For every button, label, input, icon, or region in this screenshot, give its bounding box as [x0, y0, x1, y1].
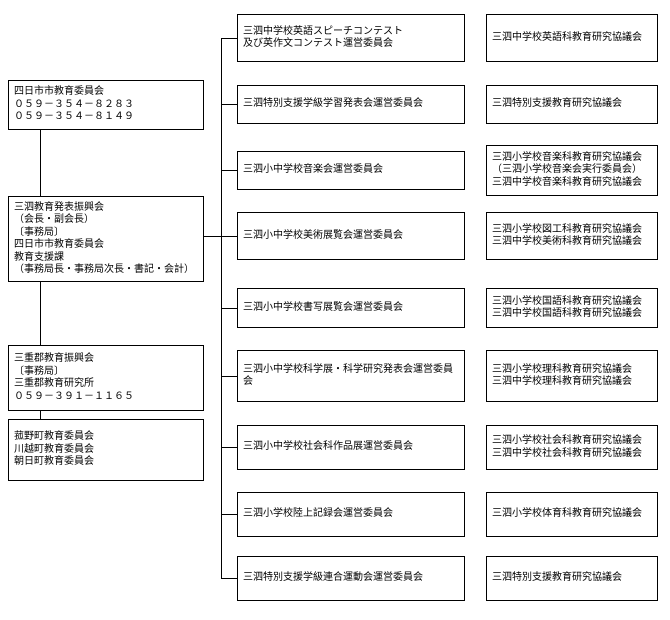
box-committee-special-support-presentation: 三泗特別支援学級学習発表会運営委員会 [237, 85, 465, 124]
text-line: 三泗小学校図工科教育研究協議会 [492, 223, 642, 235]
connector-stub-row-8 [221, 514, 237, 515]
text-line: 四日市市教育委員会 [14, 239, 104, 250]
connector-stub-row-9 [221, 578, 237, 579]
box-committee-art-exhibition: 三泗小中学校美術展覧会運営委員会 [237, 212, 465, 260]
box-committee-music-concert: 三泗小中学校音楽会運営委員会 [237, 151, 465, 190]
text-line: 三泗中学校美術科教育研究協議会 [492, 236, 642, 247]
connector-stub-row-2 [221, 104, 237, 105]
connector-stub-row-1 [221, 38, 237, 39]
text-line: 三泗中学校音楽科教育研究協議会 [492, 176, 642, 188]
text-line: 三重郡教育研究所 [14, 378, 94, 389]
text-line: 三泗中学校理科教育研究協議会 [492, 376, 632, 387]
box-council-special-support-2: 三泗特別支援教育研究協議会 [486, 556, 658, 601]
text-line: 三泗小中学校科学展・科学研究発表会運営委員会 [243, 363, 453, 388]
text-line: 三泗小中学校美術展覧会運営委員会 [243, 229, 403, 241]
connector-left-2-3 [40, 282, 41, 345]
box-committee-english-speech-contest: 三泗中学校英語スピーチコンテスト 及び英作文コンテスト運営委員会 [237, 14, 465, 62]
text-line: 三泗小学校国語科教育研究協議会 [492, 295, 642, 307]
text-line: 〔事務局〕 [14, 226, 64, 238]
box-council-english: 三泗中学校英語科教育研究協議会 [486, 14, 658, 62]
box-council-physical-education: 三泗小学校体育科教育研究協議会 [486, 492, 658, 537]
text-line: （会長・副会長） [14, 214, 94, 225]
text-line: （事務局長・事務局次長・書記・会計） [14, 264, 194, 275]
text-line: 三泗中学校国語科教育研究協議会 [492, 308, 642, 319]
box-committee-social-studies-works: 三泗小中学校社会科作品展運営委員会 [237, 425, 465, 470]
box-council-social-studies: 三泗小学校社会科教育研究協議会 三泗中学校社会科教育研究協議会 [486, 425, 658, 470]
text-line: 及び英作文コンテスト運営委員会 [243, 38, 393, 49]
text-line: 四日市市教育委員会 [14, 86, 104, 98]
text-line: 三泗中学校英語スピーチコンテスト [243, 25, 403, 37]
text-line: 三泗小学校陸上記録会運営委員会 [243, 508, 393, 520]
text-line: 三泗小中学校音楽会運営委員会 [243, 164, 383, 176]
connector-stub-row-7 [221, 447, 237, 448]
text-line: 三泗小中学校書写展覧会運営委員会 [243, 301, 403, 313]
text-line: 三泗小中学校社会科作品展運営委員会 [243, 441, 413, 453]
box-sanshi-education-promotion-association: 三泗教育発表振興会 （会長・副会長） 〔事務局〕 四日市市教育委員会 教育支援課… [8, 196, 204, 282]
text-line: 三重郡教育振興会 [14, 353, 94, 364]
text-line: ０５９－３９１－１１６５ [14, 390, 134, 402]
text-line: 朝日町教育委員会 [14, 456, 94, 468]
text-line: ０５９－３５４－８１４９ [14, 111, 134, 123]
text-line: 川越町教育委員会 [14, 443, 94, 455]
text-line: 教育支援課 [14, 251, 64, 263]
box-committee-track-and-field-meet: 三泗小学校陸上記録会運営委員会 [237, 492, 465, 537]
connector-stub-row-6 [221, 376, 237, 377]
text-line: 〔事務局〕 [14, 365, 64, 377]
box-council-japanese: 三泗小学校国語科教育研究協議会 三泗中学校国語科教育研究協議会 [486, 288, 658, 328]
box-miegun-education-promotion-association: 三重郡教育振興会 〔事務局〕 三重郡教育研究所 ０５９－３９１－１１６５ [8, 345, 204, 411]
text-line: 三泗特別支援教育研究協議会 [492, 98, 622, 110]
text-line: 三泗小学校体育科教育研究協議会 [492, 508, 642, 520]
connector-stub-row-5 [221, 308, 237, 309]
box-committee-special-support-sports-meet: 三泗特別支援学級連合運動会運営委員会 [237, 556, 465, 601]
text-line: 三泗中学校英語科教育研究協議会 [492, 31, 642, 43]
text-line: 三泗小学校社会科教育研究協議会 [492, 435, 642, 446]
connector-left-3-4 [40, 411, 41, 419]
box-town-boards-of-education: 菰野町教育委員会 川越町教育委員会 朝日町教育委員会 [8, 419, 204, 481]
text-line: 菰野町教育委員会 [14, 431, 94, 443]
connector-stub-row-3 [221, 170, 237, 171]
text-line: 三泗小学校音楽科教育研究協議会 [492, 151, 642, 163]
text-line: ０５９－３５４－８２８３ [14, 98, 134, 110]
text-line: 三泗教育発表振興会 [14, 201, 104, 213]
text-line: 三泗特別支援教育研究協議会 [492, 572, 622, 584]
box-yokkaichi-city-board: 四日市市教育委員会 ０５９－３５４－８２８３ ０５９－３５４－８１４９ [8, 80, 204, 130]
text-line: 三泗特別支援学級連合運動会運営委員会 [243, 572, 423, 584]
text-line: 三泗中学校社会科教育研究協議会 [492, 447, 642, 459]
box-committee-science-exhibition: 三泗小中学校科学展・科学研究発表会運営委員会 [237, 350, 465, 402]
text-line: 三泗特別支援学級学習発表会運営委員会 [243, 98, 423, 110]
box-council-special-support-1: 三泗特別支援教育研究協議会 [486, 85, 658, 124]
text-line: （三泗小学校音楽会実行委員会） [492, 164, 642, 176]
text-line: 三泗小学校理科教育研究協議会 [492, 363, 632, 375]
box-committee-calligraphy-exhibition: 三泗小中学校書写展覧会運営委員会 [237, 288, 465, 328]
box-council-science: 三泗小学校理科教育研究協議会 三泗中学校理科教育研究協議会 [486, 350, 658, 402]
connector-left-1-2 [40, 130, 41, 196]
box-council-music: 三泗小学校音楽科教育研究協議会 （三泗小学校音楽会実行委員会） 三泗中学校音楽科… [486, 145, 658, 196]
connector-hub-to-trunk [204, 236, 237, 237]
box-council-art: 三泗小学校図工科教育研究協議会 三泗中学校美術科教育研究協議会 [486, 212, 658, 260]
